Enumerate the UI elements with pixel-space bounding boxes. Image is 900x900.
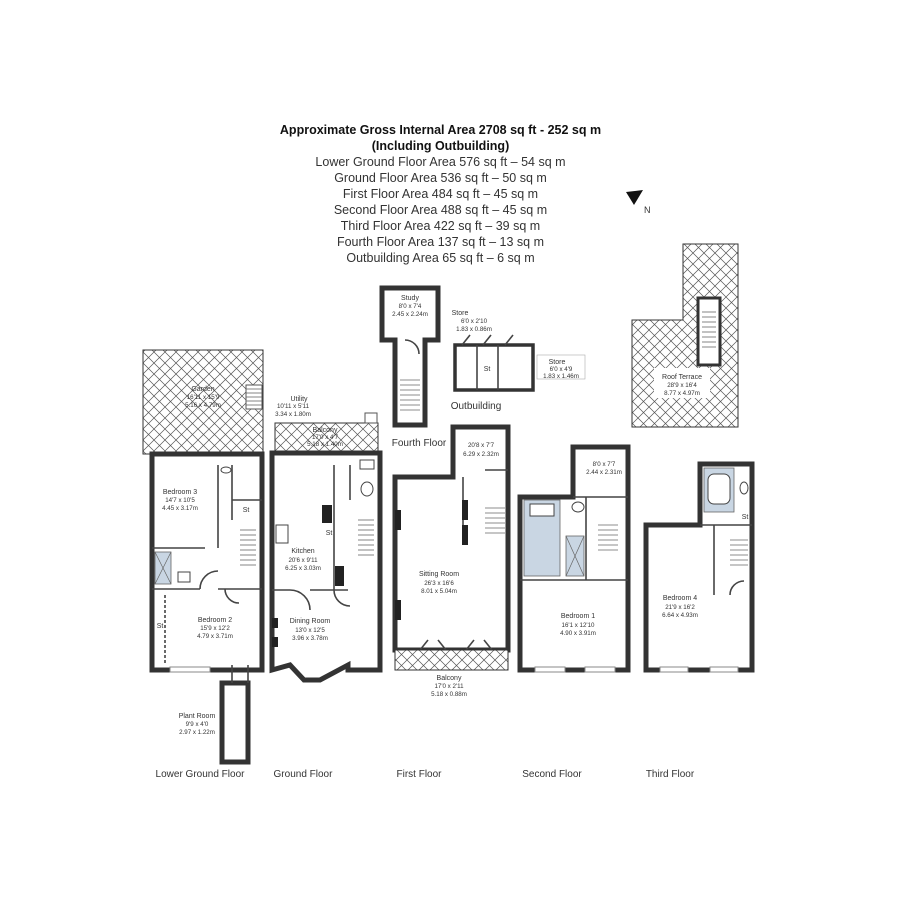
svg-text:17'0 x 4'7: 17'0 x 4'7 xyxy=(312,434,339,441)
svg-text:1.83 x 0.86m: 1.83 x 0.86m xyxy=(456,326,492,333)
bedroom2-label: Bedroom 2 xyxy=(198,617,232,624)
svg-text:28'9 x 16'4: 28'9 x 16'4 xyxy=(667,382,697,389)
balcony-first-label: Balcony xyxy=(437,675,462,682)
svg-text:14'7 x 10'5: 14'7 x 10'5 xyxy=(165,497,195,504)
kitchen-label: Kitchen xyxy=(291,548,314,555)
floor-label-fourth: Fourth Floor xyxy=(392,438,447,449)
floor-label-second: Second Floor xyxy=(522,769,582,780)
floor-label-first: First Floor xyxy=(397,769,443,780)
roof-terrace-label: Roof Terrace xyxy=(662,374,702,381)
svg-text:9'9 x 4'0: 9'9 x 4'0 xyxy=(186,721,209,728)
second-floor: 8'0 x 7'7 2.44 x 2.31m Bedroom 1 16'1 x … xyxy=(517,444,631,780)
svg-text:21'9 x 16'2: 21'9 x 16'2 xyxy=(665,604,695,611)
balcony-ground-label: Balcony xyxy=(313,427,338,434)
svg-text:4.79 x 3.71m: 4.79 x 3.71m xyxy=(197,633,233,640)
first-rear-room-imperial: 20'8 x 7'7 xyxy=(468,442,495,449)
plant-room-label: Plant Room xyxy=(179,713,216,720)
svg-text:1.83 x 1.46m: 1.83 x 1.46m xyxy=(543,373,579,380)
svg-text:26'3 x 16'6: 26'3 x 16'6 xyxy=(424,580,454,587)
svg-text:5.16 x 4.79m: 5.16 x 4.79m xyxy=(185,402,221,409)
roof-terrace: Roof Terrace 28'9 x 16'4 8.77 x 4.97m xyxy=(631,243,739,428)
svg-text:4.45 x 3.17m: 4.45 x 3.17m xyxy=(162,505,198,512)
dining-room-label: Dining Room xyxy=(290,618,331,625)
floor-label-lower-ground: Lower Ground Floor xyxy=(156,769,246,780)
area-line-outbuilding: Outbuilding Area 65 sq ft – 6 sq m xyxy=(346,251,535,265)
bedroom3-label: Bedroom 3 xyxy=(163,489,197,496)
store-mark-third: St xyxy=(742,514,749,521)
svg-text:4.90 x 3.91m: 4.90 x 3.91m xyxy=(560,630,596,637)
area-title: Approximate Gross Internal Area 2708 sq … xyxy=(279,123,602,137)
floor-label-third: Third Floor xyxy=(646,769,695,780)
svg-text:16'1 x 12'10: 16'1 x 12'10 xyxy=(562,622,596,629)
outbuilding: Store 6'0 x 2'10 1.83 x 0.86m St Store 6… xyxy=(451,310,586,412)
svg-text:2.45 x 2.24m: 2.45 x 2.24m xyxy=(392,311,428,318)
svg-text:10'11 x 5'11: 10'11 x 5'11 xyxy=(277,403,310,410)
svg-text:6.25 x 3.03m: 6.25 x 3.03m xyxy=(285,565,321,572)
first-floor: 20'8 x 7'7 6.29 x 2.32m Sitting Room 26'… xyxy=(392,424,511,780)
compass-label: N xyxy=(644,205,651,215)
svg-text:8'0 x 7'4: 8'0 x 7'4 xyxy=(399,303,422,310)
svg-text:6.29 x 2.32m: 6.29 x 2.32m xyxy=(463,451,499,458)
svg-text:16'11 x 15'9: 16'11 x 15'9 xyxy=(187,394,220,401)
second-rear-room-imperial: 8'0 x 7'7 xyxy=(593,461,616,468)
store-top-label: Store xyxy=(452,310,469,317)
garden-hatch xyxy=(142,349,264,455)
store-mark-ground: St xyxy=(326,530,333,537)
floor-label-outbuilding: Outbuilding xyxy=(451,401,502,412)
garden-label: Garden xyxy=(191,386,214,393)
area-subtitle: (Including Outbuilding) xyxy=(371,139,510,153)
svg-text:3.34 x 1.80m: 3.34 x 1.80m xyxy=(275,411,311,418)
area-line-third: Third Floor Area 422 sq ft – 39 sq m xyxy=(340,219,541,233)
utility-label: Utility xyxy=(290,396,308,403)
svg-text:15'9 x 12'2: 15'9 x 12'2 xyxy=(200,625,230,632)
svg-text:13'0 x 12'5: 13'0 x 12'5 xyxy=(295,627,325,634)
svg-text:17'0 x 2'11: 17'0 x 2'11 xyxy=(434,683,464,690)
svg-text:5.18 x 1.40m: 5.18 x 1.40m xyxy=(307,441,343,448)
svg-text:6'0 x 4'9: 6'0 x 4'9 xyxy=(550,366,573,373)
area-line-ground: Ground Floor Area 536 sq ft – 50 sq m xyxy=(334,171,547,185)
ground-floor: Utility 10'11 x 5'11 3.34 x 1.80m Balcon… xyxy=(269,396,383,780)
fourth-floor: Study 8'0 x 7'4 2.45 x 2.24m Fourth Floo… xyxy=(379,285,447,449)
svg-text:3.96 x 3.78m: 3.96 x 3.78m xyxy=(292,635,328,642)
area-line-second: Second Floor Area 488 sq ft – 45 sq m xyxy=(333,203,548,217)
third-floor: St Bedroom 4 21'9 x 16'2 6.64 x 4.93m Th… xyxy=(643,461,755,780)
store-mark-bedroom2: St xyxy=(157,623,164,630)
svg-text:2.97 x 1.22m: 2.97 x 1.22m xyxy=(179,729,215,736)
floor-label-ground: Ground Floor xyxy=(274,769,334,780)
study-label: Study xyxy=(401,295,419,302)
svg-text:2.44 x 2.31m: 2.44 x 2.31m xyxy=(586,469,622,476)
lower-ground-floor: Garden 16'11 x 15'9 5.16 x 4.79m Bedroom… xyxy=(142,349,265,780)
store-mark: St xyxy=(243,507,250,514)
bedroom1-label: Bedroom 1 xyxy=(561,613,595,620)
bedroom4-label: Bedroom 4 xyxy=(663,595,697,602)
sitting-room-label: Sitting Room xyxy=(419,571,459,578)
svg-text:6.64 x 4.93m: 6.64 x 4.93m xyxy=(662,612,698,619)
store-side-label: Store xyxy=(549,359,566,366)
svg-text:5.18 x 0.88m: 5.18 x 0.88m xyxy=(431,691,467,698)
area-line-fourth: Fourth Floor Area 137 sq ft – 13 sq m xyxy=(336,235,545,249)
svg-text:8.01 x 5.04m: 8.01 x 5.04m xyxy=(421,588,457,595)
area-line-first: First Floor Area 484 sq ft – 45 sq m xyxy=(342,187,539,201)
svg-text:8.77 x 4.97m: 8.77 x 4.97m xyxy=(664,390,700,397)
area-line-lower-ground: Lower Ground Floor Area 576 sq ft – 54 s… xyxy=(315,155,566,169)
store-mark-outbuilding: St xyxy=(484,366,491,373)
compass-icon: N xyxy=(626,190,651,215)
svg-text:20'6 x 9'11: 20'6 x 9'11 xyxy=(288,557,318,564)
svg-text:6'0 x 2'10: 6'0 x 2'10 xyxy=(461,318,488,325)
